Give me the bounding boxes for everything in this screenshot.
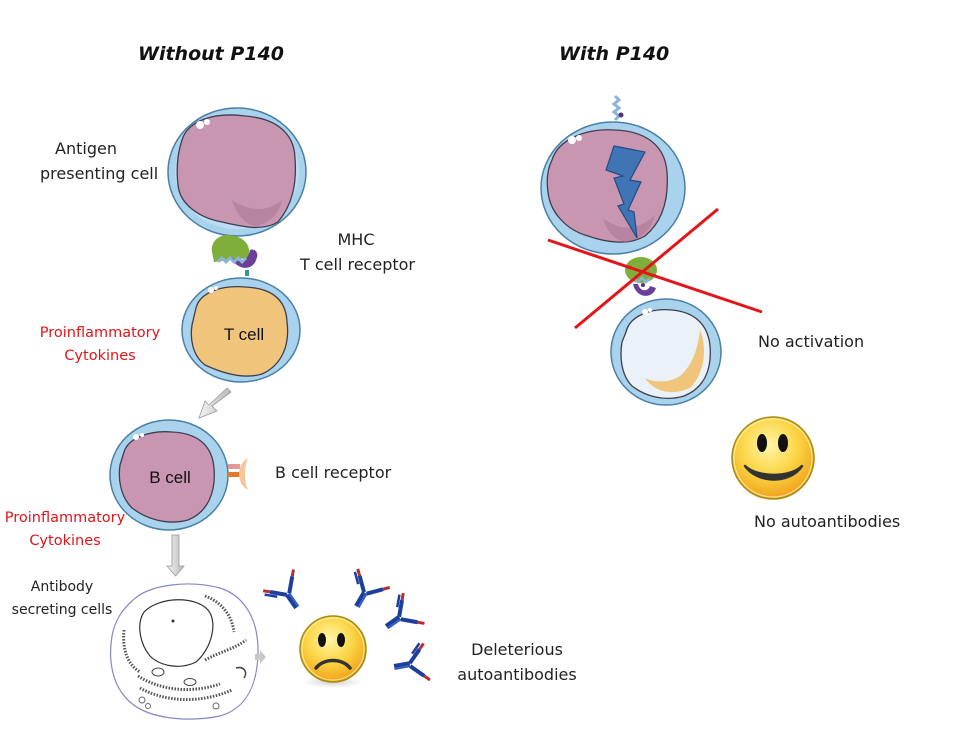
happy-face-icon bbox=[731, 416, 815, 500]
lightning-bolt-icon bbox=[605, 145, 646, 239]
antibody-1 bbox=[260, 567, 315, 621]
inactive-t-cell bbox=[610, 298, 722, 406]
b-cytokines-line-1: Proinflammatory bbox=[4, 510, 126, 526]
outcome-label-line-1: Deleterious bbox=[471, 640, 563, 659]
deleterious-autoantibodies-label: Deleterious autoantibodies bbox=[450, 637, 584, 687]
antibody-secreting-cell bbox=[109, 583, 259, 720]
b-cytokines-line-2: Cytokines bbox=[29, 533, 101, 549]
peptide-antigen bbox=[611, 94, 624, 122]
antibody-3 bbox=[373, 590, 427, 645]
apc-label: Antigen presenting cell bbox=[40, 136, 159, 186]
arrow-b-to-asc bbox=[166, 534, 185, 577]
no-activation-label: No activation bbox=[758, 332, 865, 351]
b-cell-label: B cell bbox=[149, 468, 191, 487]
antibody-4 bbox=[388, 640, 432, 688]
no-autoantibodies-label: No autoantibodies bbox=[754, 512, 901, 531]
sad-face-icon bbox=[299, 615, 367, 688]
t-cell-label: T cell bbox=[223, 325, 265, 344]
t-cell-cytokines-label: Proinflammatory Cytokines bbox=[30, 322, 170, 368]
apc-label-line-2: presenting cell bbox=[40, 164, 159, 183]
t-cytokines-line-2: Cytokines bbox=[64, 348, 136, 364]
outcome-label-line-2: autoantibodies bbox=[457, 665, 577, 684]
antigen-presenting-cell bbox=[167, 107, 307, 237]
right-panel-title: With P140 bbox=[559, 43, 670, 65]
antibody-2 bbox=[338, 566, 392, 618]
b-cell-receptor bbox=[228, 458, 248, 490]
tcr-label: T cell receptor bbox=[300, 255, 415, 274]
arrow-asc-to-antibodies bbox=[255, 650, 266, 664]
mhc-tcr-label: MHC T cell receptor bbox=[300, 227, 415, 277]
red-cross-icon bbox=[547, 207, 763, 330]
asc-label-line-1: Antibody bbox=[30, 579, 94, 595]
b-cell-receptor-label: B cell receptor bbox=[275, 463, 392, 482]
asc-label: Antibody secreting cells bbox=[6, 576, 118, 622]
t-cell bbox=[181, 277, 301, 383]
mhc-label: MHC bbox=[337, 230, 375, 249]
left-panel-title: Without P140 bbox=[138, 43, 284, 65]
t-cytokines-line-1: Proinflammatory bbox=[39, 325, 161, 341]
apc-label-line-1: Antigen bbox=[55, 139, 117, 158]
asc-label-line-2: secreting cells bbox=[11, 602, 113, 618]
b-cell bbox=[109, 419, 229, 531]
mhc-tcr-complex bbox=[211, 234, 258, 276]
b-cell-cytokines-label: Proinflammatory Cytokines bbox=[0, 507, 130, 553]
treated-antigen-presenting-cell bbox=[540, 121, 686, 255]
arrow-t-to-b bbox=[198, 387, 232, 419]
